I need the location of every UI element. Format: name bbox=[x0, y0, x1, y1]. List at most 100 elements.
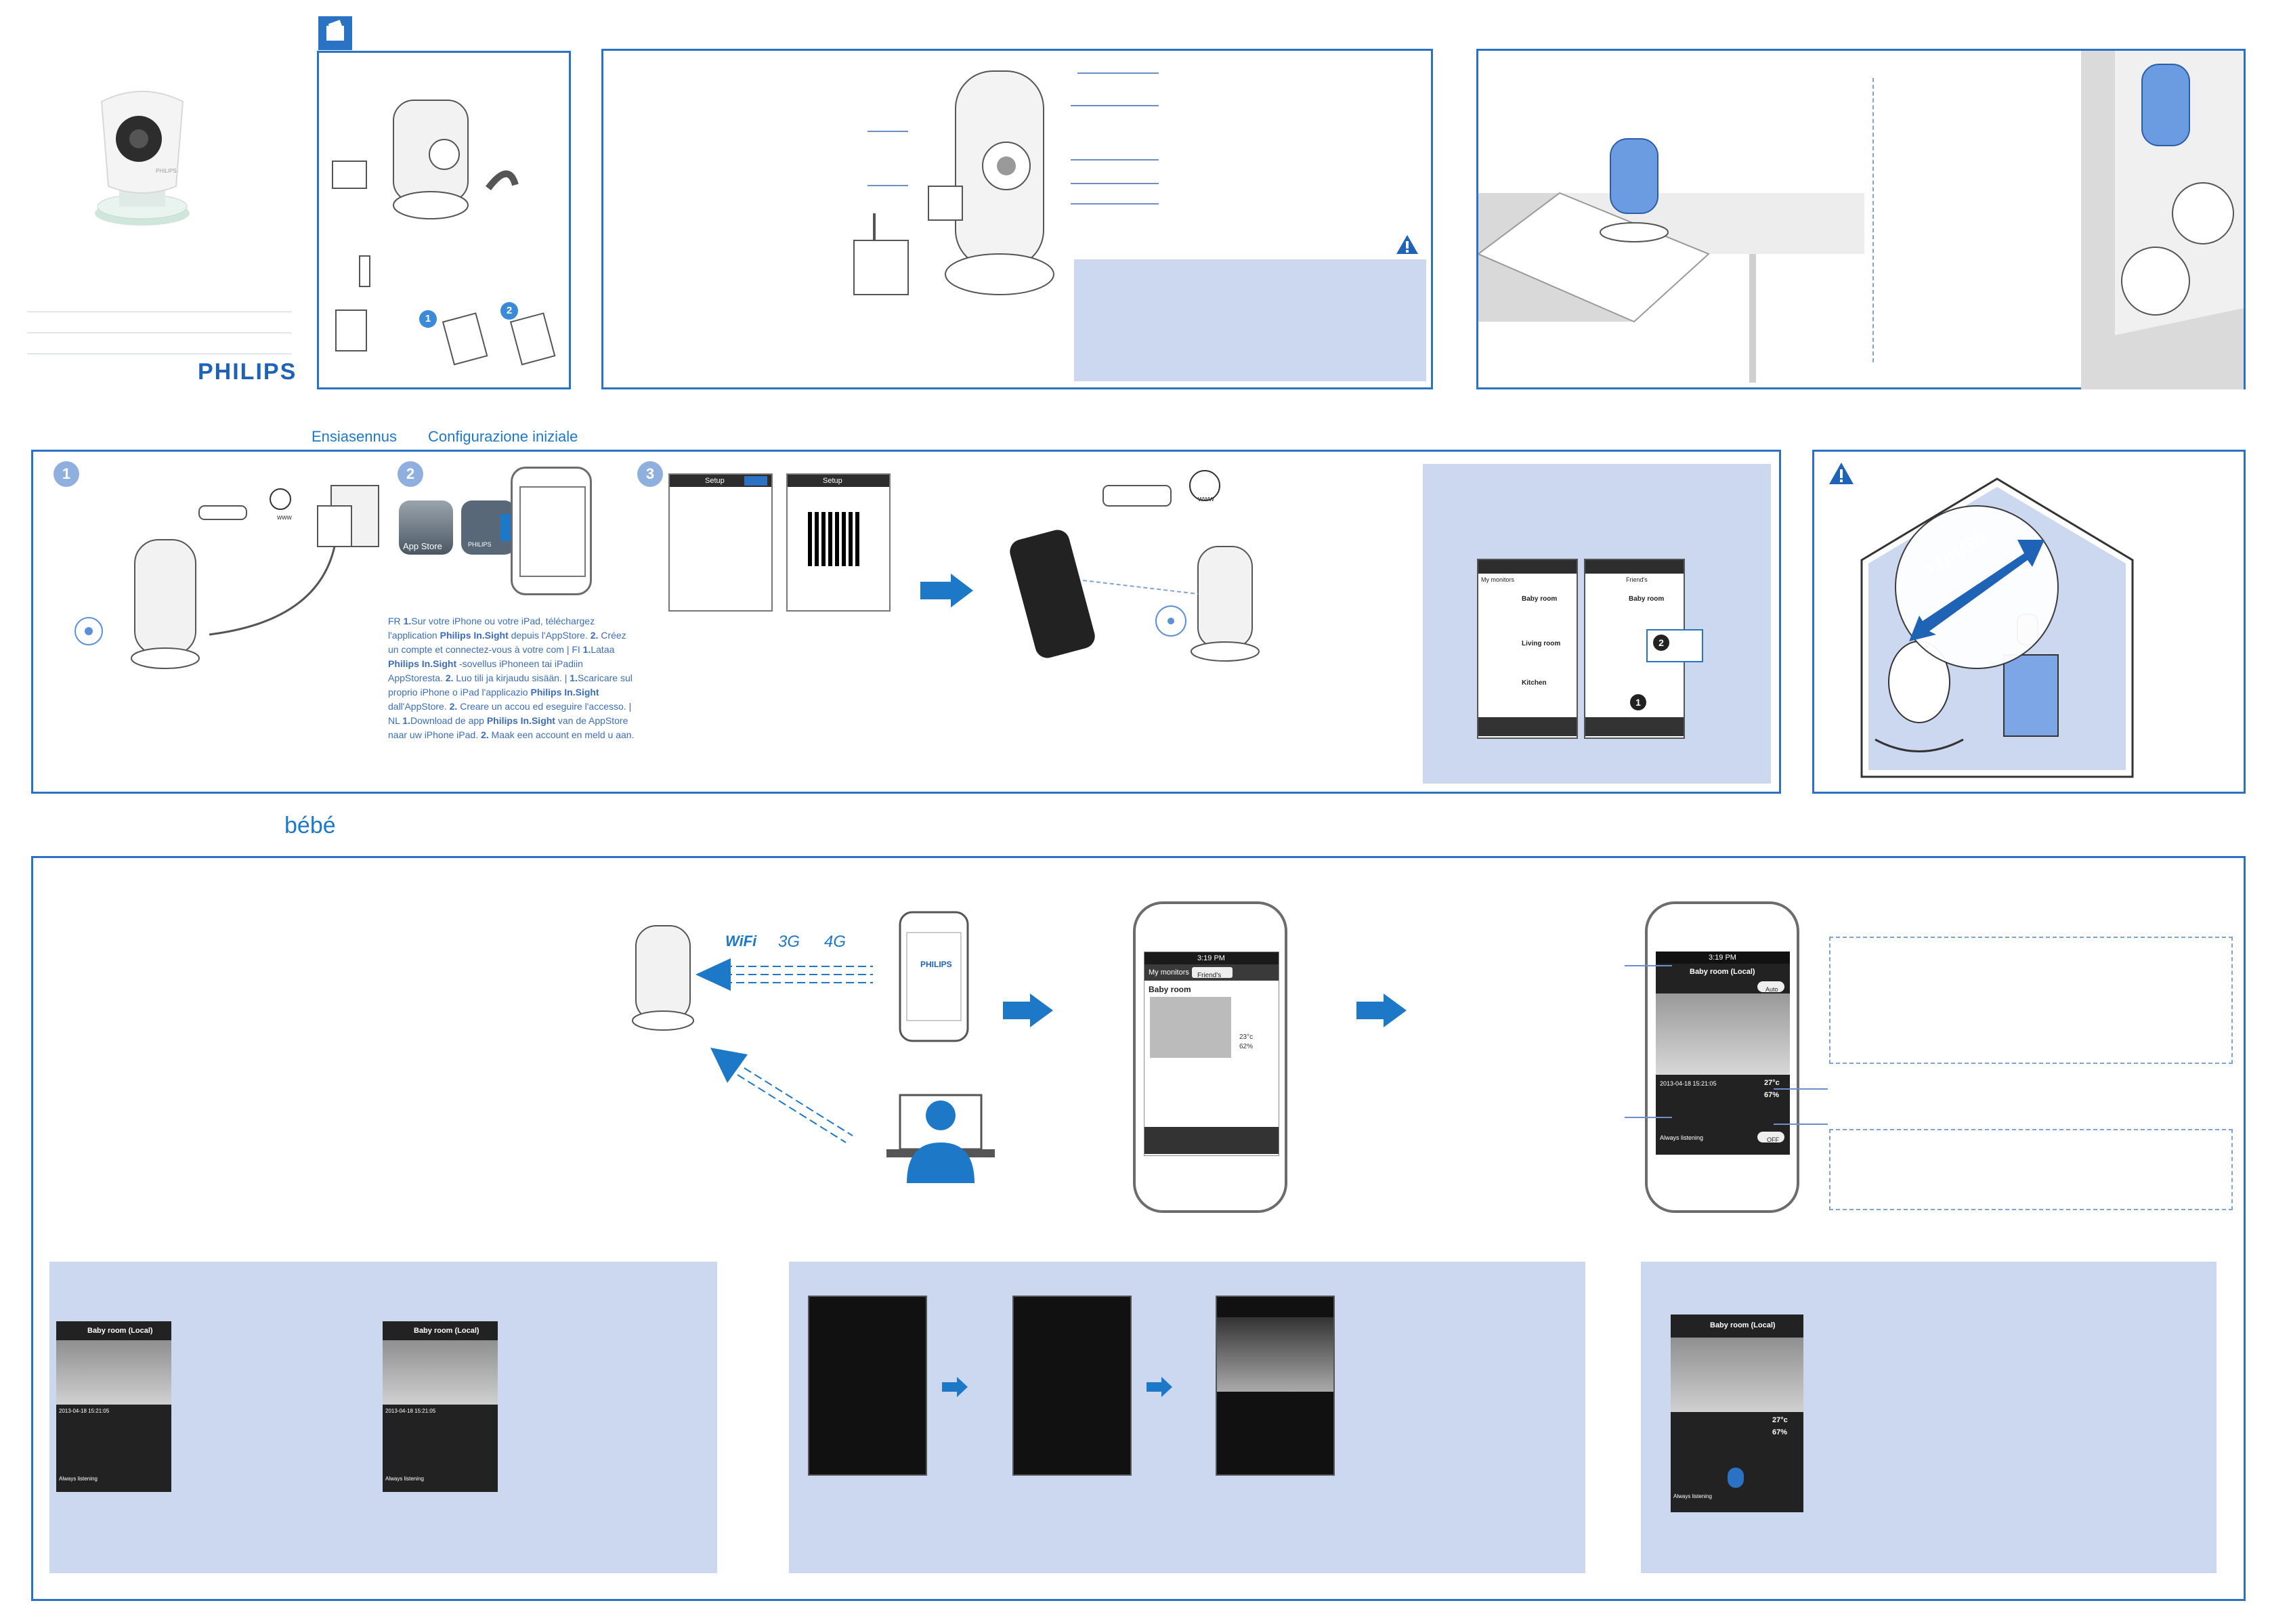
cover-panel: PHILIPS PHILIPS bbox=[14, 27, 295, 393]
talk-panel: Baby room (Local) 27°c 67% Always listen… bbox=[1641, 1262, 2217, 1573]
camera-router-plug-illustration bbox=[74, 485, 379, 669]
house-distance-illustration bbox=[1860, 477, 2134, 778]
swipe-panel: Baby room (Local) 2013-04-18 15:21:05 Al… bbox=[49, 1262, 717, 1573]
section-header-it: Configurazione iniziale bbox=[428, 428, 578, 445]
tab-friends[interactable]: Friend's bbox=[1192, 967, 1233, 979]
leader-line bbox=[1774, 1088, 1828, 1090]
package-contents-illustration bbox=[332, 100, 556, 366]
room-temp: 23°c bbox=[1239, 1033, 1254, 1041]
talk-mic-button[interactable] bbox=[1728, 1468, 1744, 1488]
lang-fi: | FI bbox=[566, 644, 580, 655]
iphone-outline bbox=[511, 467, 592, 595]
setup-title: Setup bbox=[705, 477, 725, 485]
philips-logo: PHILIPS bbox=[198, 359, 297, 385]
step-badge-1: 1 bbox=[419, 310, 437, 328]
step-3-badge: 3 bbox=[637, 461, 663, 487]
distance-panel: >1m/3ft bbox=[1812, 450, 2246, 794]
leader-line bbox=[1625, 1117, 1672, 1118]
camera-overview-panel bbox=[601, 49, 1433, 389]
wifi-label: WiFi bbox=[725, 933, 757, 949]
monitor-list-screen-1: My monitors Baby room Living room Kitche… bbox=[1477, 559, 1578, 739]
step-1-badge: 1 bbox=[53, 461, 79, 487]
humidity: 67% bbox=[1772, 1428, 1788, 1436]
room-name[interactable]: Living room bbox=[1522, 640, 1561, 647]
temperature: 27°c bbox=[1772, 1416, 1788, 1424]
leader-line bbox=[1077, 72, 1159, 74]
leader-line bbox=[1071, 183, 1159, 184]
live-screen-swipe-left: Baby room (Local) 2013-04-18 15:21:05 Al… bbox=[56, 1321, 171, 1492]
live-title: Baby room (Local) bbox=[414, 1327, 479, 1335]
status-time: 3:19 PM bbox=[1709, 954, 1736, 962]
qr-scan-illustration bbox=[1010, 470, 1260, 662]
phone-monitor-list: 3:19 PM My monitors Friend's Baby room 2… bbox=[1133, 901, 1287, 1213]
appstore-icon: App Store bbox=[399, 500, 453, 555]
www-label: www bbox=[1198, 495, 1214, 503]
callout-2: 2 bbox=[1653, 635, 1669, 651]
monitor-list-panel: My monitors Baby room Living room Kitche… bbox=[1423, 464, 1771, 784]
appstore-label: App Store bbox=[403, 541, 442, 551]
setup-screen-2: Setup bbox=[786, 473, 891, 612]
table-placement-illustration bbox=[1478, 138, 1864, 383]
box-contents-panel: 1 2 bbox=[317, 51, 571, 389]
lang-nl: | NL bbox=[388, 701, 632, 726]
leader-line bbox=[1071, 105, 1159, 106]
4g-label: 4G bbox=[824, 933, 847, 951]
humidity: 67% bbox=[1764, 1091, 1780, 1099]
leader-line bbox=[1625, 965, 1672, 966]
always-listening-label: Always listening bbox=[1660, 1134, 1704, 1141]
section-header-fi: Ensiasennus bbox=[312, 428, 397, 445]
video-feed bbox=[1656, 993, 1790, 1075]
live-title: Baby room (Local) bbox=[1690, 968, 1755, 976]
live-screen-night bbox=[1216, 1296, 1335, 1476]
feature-legend-box bbox=[1829, 937, 2233, 1064]
camera-product-image: PHILIPS bbox=[95, 91, 190, 226]
live-title: Baby room (Local) bbox=[1710, 1321, 1776, 1329]
always-listening-label: Always listening bbox=[1673, 1493, 1712, 1499]
next-button[interactable] bbox=[744, 476, 767, 486]
initial-setup-panel: 1 2 3 www App Store PHILIPS FR 1.Sur vot… bbox=[31, 450, 1781, 794]
section-header-bebe: bébé bbox=[284, 813, 336, 838]
svg-text:PHILIPS: PHILIPS bbox=[156, 168, 177, 174]
flow-arrow bbox=[1147, 1377, 1172, 1397]
temperature: 27°c bbox=[1764, 1079, 1780, 1087]
tab-mine[interactable]: My monitors bbox=[1481, 576, 1515, 583]
live-screen-swipe-right: Baby room (Local) 2013-04-18 15:21:05 Al… bbox=[383, 1321, 498, 1492]
step-2-badge: 2 bbox=[398, 461, 423, 487]
timestamp: 2013-04-18 15:21:05 bbox=[59, 1408, 110, 1414]
qr-code bbox=[808, 512, 862, 566]
next-arrow bbox=[920, 574, 973, 607]
app-icon-label: PHILIPS bbox=[468, 541, 492, 548]
usage-panel: WiFi 3G 4G PHILIPS 3:19 PM My monitors F… bbox=[31, 856, 2246, 1601]
flow-arrow bbox=[942, 1377, 968, 1397]
feature-legend-box bbox=[1829, 1129, 2233, 1210]
always-listening-label: Always listening bbox=[59, 1476, 98, 1482]
monitor-list-screen-2: Friend's Baby room 2 1 bbox=[1584, 559, 1703, 739]
warning-text-area bbox=[1074, 259, 1426, 381]
camera-parts-illustration bbox=[853, 70, 1054, 295]
box-icon bbox=[318, 16, 352, 50]
room-hum: 62% bbox=[1239, 1043, 1254, 1050]
warning-icon bbox=[1828, 461, 1855, 488]
callout-1: 1 bbox=[1630, 694, 1646, 710]
tab-my-monitors[interactable]: My monitors bbox=[1149, 968, 1189, 977]
room-name[interactable]: Baby room bbox=[1629, 595, 1665, 603]
room-name[interactable]: Baby room bbox=[1149, 985, 1191, 994]
auto-button[interactable]: Auto bbox=[1757, 981, 1784, 993]
leader-line bbox=[868, 131, 908, 132]
remote-access-illustration bbox=[632, 911, 995, 1183]
room-name[interactable]: Baby room bbox=[1522, 595, 1558, 603]
dashed-divider bbox=[1872, 78, 1874, 362]
room-thumbnail[interactable] bbox=[1150, 997, 1231, 1058]
room-name[interactable]: Kitchen bbox=[1522, 679, 1547, 687]
tab-friends[interactable]: Friend's bbox=[1626, 576, 1648, 583]
night-mode-panel bbox=[789, 1262, 1585, 1573]
3g-label: 3G bbox=[778, 933, 800, 951]
live-screen-auto bbox=[808, 1296, 927, 1476]
step-badge-2: 2 bbox=[500, 302, 518, 320]
flow-arrow bbox=[1003, 993, 1053, 1027]
cover-rule-lines bbox=[27, 312, 291, 354]
flow-arrow bbox=[1356, 993, 1407, 1027]
leader-line bbox=[1071, 203, 1159, 205]
always-listening-toggle[interactable]: OFF bbox=[1757, 1132, 1784, 1143]
live-screen-toggle bbox=[1012, 1296, 1132, 1476]
